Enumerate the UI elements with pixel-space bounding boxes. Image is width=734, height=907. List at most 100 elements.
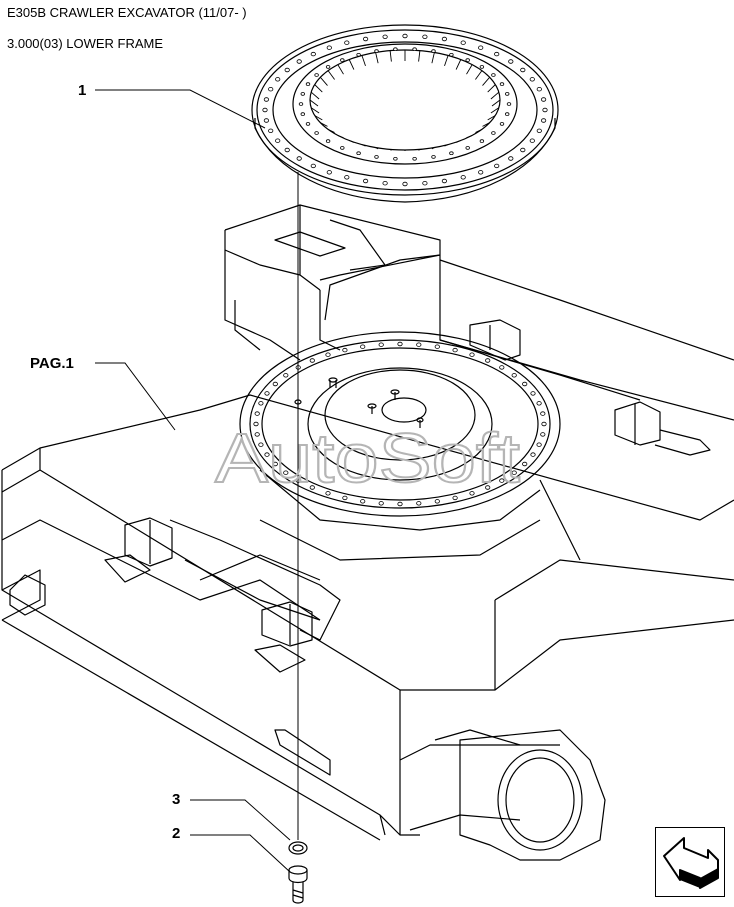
catalog-section-title: 3.000(03) LOWER FRAME	[7, 36, 164, 51]
bolt-hole	[478, 170, 484, 175]
bolt-hole	[422, 180, 428, 186]
callout-pag1: PAG.1	[30, 355, 74, 372]
bolt-hole	[536, 442, 542, 447]
bolt-hole	[342, 495, 348, 501]
bolt-hole	[441, 178, 447, 184]
bolt-hole	[393, 157, 398, 161]
bolt-hole	[340, 146, 345, 150]
ring-part-3	[288, 841, 308, 855]
callout-1: 1	[78, 82, 86, 99]
bolt-hole	[452, 347, 458, 353]
bolt-hole	[540, 97, 547, 102]
bolt-hole	[360, 344, 366, 349]
bolt-hole	[541, 421, 547, 427]
bolt-hole	[253, 421, 259, 427]
bolt-hole	[449, 52, 454, 57]
bolt-hole	[540, 411, 546, 416]
bolt-hole	[264, 452, 270, 457]
bolt-hole	[491, 131, 496, 135]
bolt-hole	[254, 432, 260, 437]
navigation-back-button[interactable]	[655, 827, 725, 897]
bolt-hole	[529, 77, 535, 82]
arrow-back-icon	[663, 837, 719, 889]
bolt-hole	[522, 381, 528, 387]
bolt-hole	[258, 442, 264, 447]
bolt-hole	[362, 36, 369, 42]
bolt-hole	[309, 358, 315, 363]
bolt-hole	[326, 45, 332, 50]
bolt-hole	[309, 485, 315, 490]
bolt-hole	[325, 65, 331, 69]
bolt-hole	[530, 452, 536, 457]
bolt-hole	[485, 485, 491, 490]
bolt-hole	[416, 342, 422, 347]
bolt-hole	[374, 49, 379, 53]
bolt-hole	[479, 65, 485, 69]
bolt-hole	[344, 40, 350, 45]
bolt-hole	[449, 151, 454, 156]
bolt-hole	[258, 401, 264, 406]
bolt-hole	[296, 59, 302, 64]
bolt-hole	[305, 82, 311, 86]
watermark-text: AutoSoft	[215, 419, 520, 497]
bolt-hole	[460, 40, 466, 45]
bolt-hole	[508, 156, 514, 161]
bolt-hole	[362, 178, 369, 184]
bolt-hole	[272, 461, 278, 467]
bolt-hole	[465, 58, 470, 62]
bolt-hole	[485, 358, 491, 363]
bolt-hole	[511, 470, 517, 475]
bolt-hole	[530, 391, 536, 396]
bolt-hole	[469, 491, 475, 496]
bolt-hole	[264, 391, 270, 396]
bolt-hole	[499, 82, 505, 86]
bearing-bolt-holes	[253, 33, 548, 507]
bolt-hole	[520, 147, 526, 153]
bolt-hole	[360, 499, 366, 504]
bolt-hole	[506, 102, 512, 106]
bolt-hole	[298, 102, 304, 106]
bolt-hole	[522, 461, 528, 467]
bolt-hole	[465, 146, 470, 150]
bolt-hole	[499, 365, 505, 370]
bolt-hole	[305, 122, 311, 126]
bolt-hole	[478, 45, 484, 50]
bolt-hole	[469, 352, 475, 357]
bolt-hole	[378, 342, 384, 347]
bolt-hole	[542, 107, 548, 113]
bolt-hole	[310, 163, 316, 169]
bolt-hole	[397, 341, 403, 347]
bolt-hole	[272, 381, 278, 387]
bolt-hole	[434, 344, 440, 349]
bolt-hole	[300, 92, 305, 96]
bolt-hole	[416, 501, 422, 506]
bolt-hole	[262, 107, 268, 113]
bolt-hole	[441, 36, 447, 42]
bolt-hole	[431, 49, 436, 53]
bolt-hole	[325, 352, 331, 357]
bolt-hole	[536, 86, 542, 92]
bolt-hole	[511, 373, 517, 378]
bolt-hole	[314, 131, 319, 135]
bolt-hole	[283, 373, 289, 378]
bolt-hole	[536, 128, 542, 133]
bearing-gear-teeth	[309, 50, 501, 151]
bolt-hole	[393, 47, 398, 51]
bolt-hole	[520, 67, 526, 73]
bolt-hole	[275, 138, 281, 143]
bolt-hole	[284, 147, 290, 153]
bolt-hole	[431, 155, 436, 159]
bolt-part-2	[288, 865, 308, 904]
bolt-hole	[296, 156, 302, 161]
bolt-hole	[508, 59, 514, 64]
bolt-hole	[356, 151, 361, 156]
bolt-hole	[284, 67, 290, 73]
bolt-hole	[422, 34, 428, 39]
bolt-hole	[529, 138, 535, 143]
bolt-hole	[263, 97, 269, 102]
bolt-hole	[356, 52, 361, 57]
bolt-hole	[268, 86, 274, 92]
bolt-hole	[397, 501, 403, 507]
bolt-hole	[412, 47, 417, 51]
